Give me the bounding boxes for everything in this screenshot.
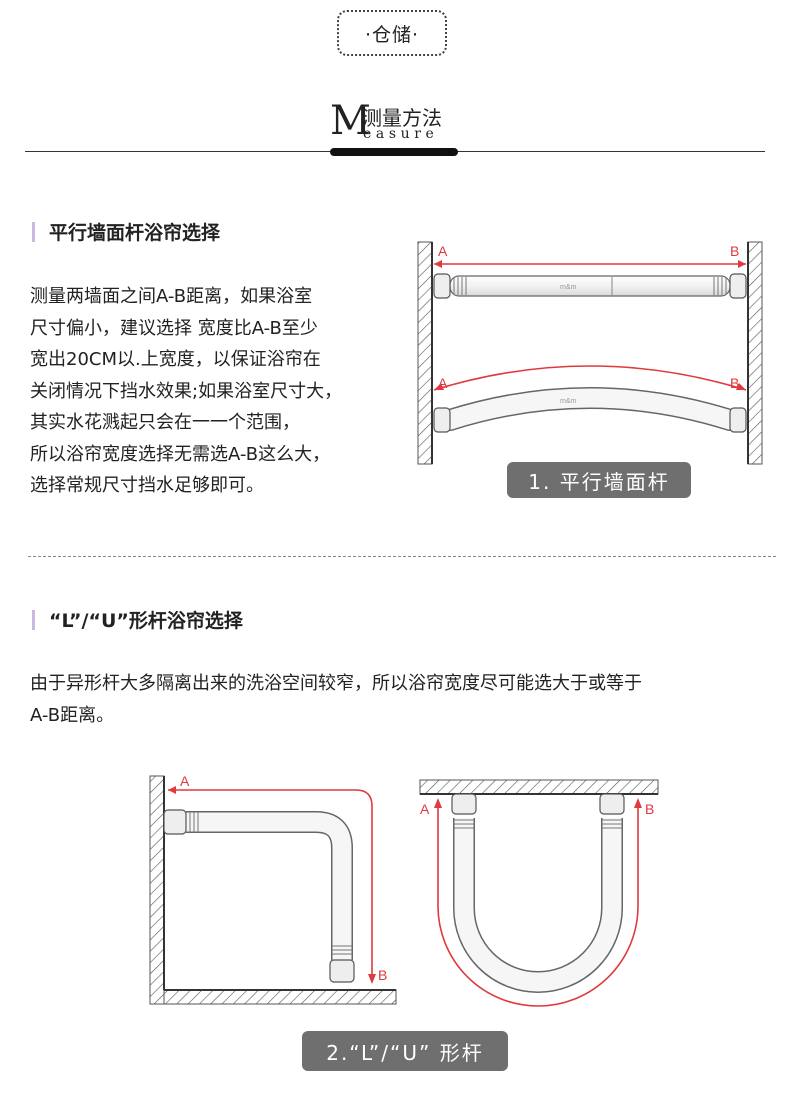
l-rod [163,809,355,983]
straight-rod [433,273,747,299]
label-a: A [180,773,190,789]
heading-divider-pill [330,148,458,156]
section1-line: 选择常规尺寸挡水足够即可。 [30,475,264,496]
l-rod-diagram: A B [149,773,397,1005]
right-wall [747,241,763,465]
section1-paragraph: 测量两墙面之间A-B距离，如果浴室 尺寸偏小，建议选择 宽度比A-B至少 宽出2… [30,281,342,502]
section2-title: “L”/“U”形杆浴帘选择 [32,606,243,633]
measure-heading-english: easure [363,126,439,142]
measure-heading: M 测量方法 easure [330,98,470,148]
section1-title: 平行墙面杆浴帘选择 [32,218,220,245]
measure-heading-letter: M [330,98,371,144]
section1-line: 测量两墙面之间A-B距离，如果浴室 [30,286,313,307]
section1-line: 其实水花溅起只会在一一个范围， [30,412,300,433]
diagram1-caption-text: 1. 平行墙面杆 [528,469,670,494]
rod-mark: m&m [560,398,577,405]
parallel-rod-diagram: A B m&m A B m&m [417,241,763,465]
curved-arrow-a-b [433,365,747,391]
rod-mark: m&m [560,284,577,291]
label-b: B [645,801,654,817]
diagram2-caption: 2.“L”/“U” 形杆 [302,1031,508,1071]
category-tag: ·仓储· [337,10,447,56]
u-rod-diagram: A B [419,779,659,1007]
section1-line: 所以浴帘宽度选择无需选A-B这么大， [30,443,331,465]
section1-accent-bar [32,221,35,242]
floor [163,989,397,1005]
left-wall [417,241,433,465]
l-arrow-a-b [168,786,376,984]
u-arrow-a-b [434,798,642,1007]
section1-line: 关闭情况下挡水效果;如果浴室尺寸大， [30,380,343,402]
section2-title-text: “L”/“U”形杆浴帘选择 [49,610,243,632]
section-separator [28,556,776,557]
category-tag-text: ·仓储· [364,23,420,46]
section2-line: 由于异形杆大多隔离出来的洗浴空间较窄，所以浴帘宽度尽可能选大于或等于 [30,673,642,694]
diagram2-caption-text: 2.“L”/“U” 形杆 [326,1040,484,1065]
measure-heading-chinese: 测量方法 [362,106,442,130]
label-a: A [420,801,430,817]
label-b: B [378,967,387,983]
u-rod [451,793,625,993]
section1-line: 尺寸偏小，建议选择 宽度比A-B至少 [30,317,318,339]
section2-line: A-B距离。 [30,704,115,726]
section2-paragraph: 由于异形杆大多隔离出来的洗浴空间较窄，所以浴帘宽度尽可能选大于或等于 A-B距离… [30,668,642,731]
section2-accent-bar [32,609,35,630]
ceiling [419,779,659,795]
label-b: B [730,243,739,259]
diagram1-caption: 1. 平行墙面杆 [507,462,691,498]
left-wall [149,775,165,1005]
label-a: A [438,375,448,391]
label-b: B [730,375,739,391]
section1-line: 宽出20CM以.上宽度，以保证浴帘在 [30,349,321,370]
straight-arrow-a-b [434,260,746,268]
section1-title-text: 平行墙面杆浴帘选择 [49,222,221,244]
curved-rod [433,387,747,433]
label-a: A [438,243,448,259]
